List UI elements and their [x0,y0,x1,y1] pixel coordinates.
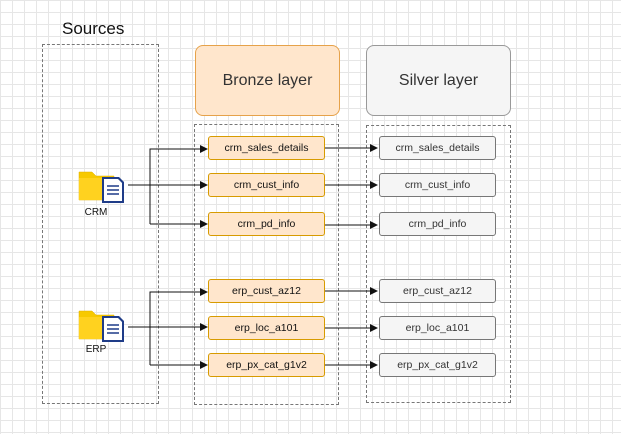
crm-source-label: CRM [84,207,108,218]
bronze-node-erp-loc-a101: erp_loc_a101 [208,316,325,340]
bronze-node-crm-sales-details: crm_sales_details [208,136,325,160]
silver-layer-title: Silver layer [398,71,479,89]
silver-node-erp-px-cat-g1v2: erp_px_cat_g1v2 [379,353,496,377]
bronze-node-crm-cust-info: crm_cust_info [208,173,325,197]
erp-source-label: ERP [85,344,107,355]
silver-layer-header: Silver layer [366,45,511,116]
silver-node-erp-cust-az12: erp_cust_az12 [379,279,496,303]
bronze-node-erp-cust-az12: erp_cust_az12 [208,279,325,303]
erp-folder-icon [78,310,124,342]
sources-title: Sources [62,19,125,38]
silver-node-crm-sales-details: crm_sales_details [379,136,496,160]
silver-node-crm-pd-info: crm_pd_info [379,212,496,236]
crm-to-sales-details-edge [149,145,208,224]
silver-node-crm-cust-info: crm_cust_info [379,173,496,197]
bronze-layer-title: Bronze layer [222,71,313,89]
bronze-layer-header: Bronze layer [195,45,340,116]
bronze-node-erp-px-cat-g1v2: erp_px_cat_g1v2 [208,353,325,377]
erp-to-cust-az12-edge [149,288,208,365]
silver-container [366,125,511,403]
silver-node-erp-loc-a101: erp_loc_a101 [379,316,496,340]
bronze-container [194,124,339,405]
bronze-node-crm-pd-info: crm_pd_info [208,212,325,236]
crm-folder-icon [78,171,124,203]
